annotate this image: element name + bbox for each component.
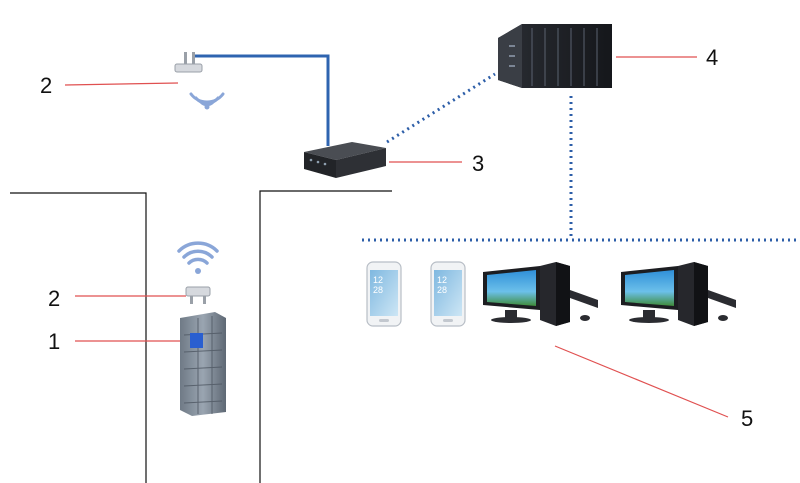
wireless-access-point-icon [174, 52, 203, 73]
desktop-computer-icon [483, 262, 598, 326]
callout-2-bottom: 2 [48, 286, 60, 311]
callout-4: 4 [706, 45, 718, 70]
wifi-signal-icon [189, 92, 225, 110]
wall-left [10, 192, 147, 483]
gateway-box-icon [304, 142, 386, 178]
phone-1-hour: 12 [373, 275, 383, 285]
walls [10, 190, 392, 483]
sensor-module-icon [180, 312, 226, 416]
dotted-links [362, 72, 800, 242]
link-gateway-server [386, 72, 496, 144]
phone-1-minute: 28 [373, 285, 383, 295]
leader-5 [554, 345, 729, 418]
callout-1: 1 [48, 329, 60, 354]
leader-lines [64, 56, 729, 418]
smartphone-icon: 12 28 [366, 261, 402, 327]
callout-2-top: 2 [40, 73, 52, 98]
network-cable [193, 54, 330, 146]
phone-2-hour: 12 [437, 275, 447, 285]
desktop-computer-icon [621, 262, 736, 326]
server-rack-icon [498, 24, 612, 88]
wall-right [259, 190, 392, 483]
callouts: 2 2 1 3 4 5 [40, 45, 753, 431]
leader-2-top [64, 82, 179, 86]
wireless-access-point-icon [185, 286, 211, 304]
callout-5: 5 [741, 406, 753, 431]
callout-3: 3 [472, 151, 484, 176]
phone-2-minute: 28 [437, 285, 447, 295]
wifi-signal-icon [177, 241, 219, 274]
sensor-chip [190, 333, 203, 348]
smartphone-icon: 12 28 [430, 261, 466, 327]
